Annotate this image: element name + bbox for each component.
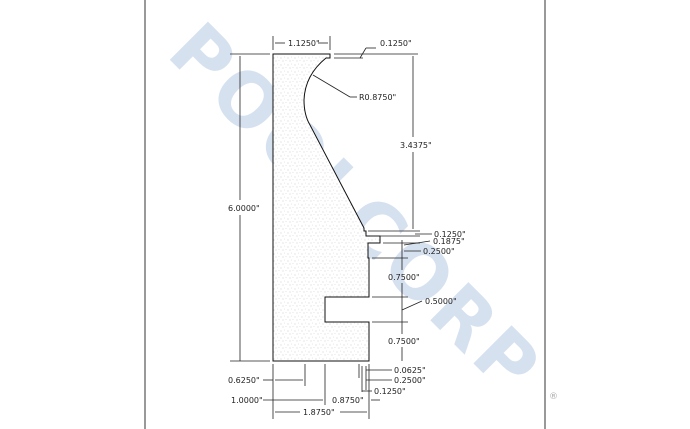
dim-lower-face: 0.7500" <box>388 337 420 346</box>
dim-total-width: 1.8750" <box>303 408 335 417</box>
dim-top-width: 1.1250" <box>288 39 320 48</box>
dim-upper-face: 0.7500" <box>388 273 420 282</box>
dim-step2: 0.1875" <box>433 237 465 246</box>
dim-bottom-a: 0.0625" <box>394 366 426 375</box>
dim-radius: R0.8750" <box>359 93 396 102</box>
dimension-lines <box>230 36 432 419</box>
dim-base-left: 0.6250" <box>228 376 260 385</box>
dim-groove-depth: 0.8750" <box>332 396 364 405</box>
dim-bottom-b: 0.2500" <box>394 376 426 385</box>
dimension-labels: 1.1250" 0.1250" R0.8750" 3.4375" 6.0000"… <box>228 39 466 417</box>
dim-top-notch: 0.1250" <box>380 39 412 48</box>
dim-upper-height: 3.4375" <box>400 141 432 150</box>
dim-step3: 0.2500" <box>423 247 455 256</box>
registered-mark: ® <box>549 392 558 402</box>
dim-step1: 0.1250" <box>434 230 466 239</box>
dim-base-mid: 1.0000" <box>231 396 263 405</box>
dim-bottom-c: 0.1250" <box>374 387 406 396</box>
coping-profile <box>272 53 381 362</box>
dim-total-height: 6.0000" <box>228 204 260 213</box>
dim-groove-height: 0.5000" <box>425 297 457 306</box>
